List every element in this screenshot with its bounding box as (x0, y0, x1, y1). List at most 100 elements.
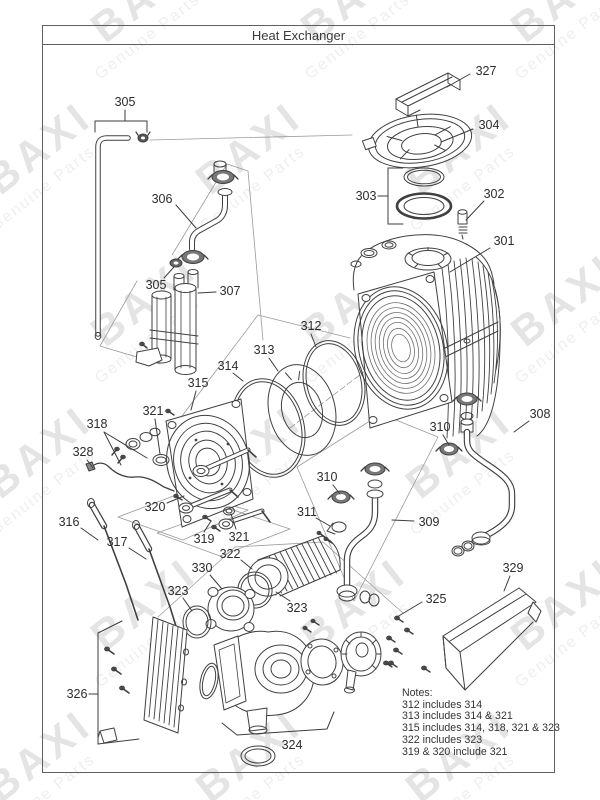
part-304-venturi-ring (361, 113, 473, 169)
part-328-lead (85, 461, 175, 492)
leader-line-304 (440, 128, 474, 143)
callout-304: 304 (478, 118, 500, 132)
callout-321b: 321 (228, 530, 250, 544)
callout-325: 325 (425, 592, 447, 606)
part-320-electrode (173, 447, 257, 514)
callout-320: 320 (144, 500, 166, 514)
leader-line-318 (103, 431, 148, 459)
part-322-burner (247, 535, 341, 597)
leader-line-326 (97, 620, 123, 634)
note-line: 319 & 320 include 321 (402, 745, 508, 758)
callout-316: 316 (58, 515, 80, 529)
callout-315: 315 (187, 376, 209, 390)
part-307-condensate-trap (135, 269, 199, 375)
leader-line-302 (465, 200, 485, 221)
construction-lines (99, 134, 439, 618)
callout-326: 326 (66, 687, 88, 701)
page-title: Heat Exchanger (251, 27, 346, 43)
leader-line-327 (446, 73, 471, 88)
leader-line-324 (221, 711, 335, 736)
leader-line-321b (230, 513, 237, 530)
callout-329: 329 (502, 561, 524, 575)
leader-line-320 (166, 495, 185, 504)
leader-line-325 (396, 601, 423, 618)
leader-line-307 (197, 291, 217, 294)
callout-321a: 321 (142, 404, 164, 418)
leader-line-301 (449, 247, 491, 273)
callout-323b: 323 (286, 601, 308, 615)
part-310-clip-upper (435, 442, 463, 456)
callout-312: 312 (300, 319, 322, 333)
part-306-pipe (169, 160, 239, 268)
callout-leader-lines (80, 73, 530, 745)
callout-308: 308 (529, 407, 551, 421)
callout-309: 309 (418, 515, 440, 529)
leader-line-323a (182, 597, 193, 612)
callout-306: 306 (151, 192, 173, 206)
part-321-grommets (152, 408, 235, 516)
leader-line-315 (190, 390, 197, 411)
part-324-fan (97, 618, 403, 767)
leader-line-305b (163, 266, 175, 279)
part-316-probe (87, 498, 139, 621)
leader-line-323b (275, 591, 291, 602)
callout-330: 330 (191, 561, 213, 575)
leader-line-319 (203, 520, 212, 533)
callout-318: 318 (86, 417, 108, 431)
note-line: 315 includes 314, 318, 321 & 323 (402, 722, 560, 735)
leader-line-316 (80, 527, 99, 541)
callout-303: 303 (355, 189, 377, 203)
note-line: 313 includes 314 & 321 (402, 710, 513, 723)
part-309-pipe (327, 462, 390, 607)
note-line: 322 includes 323 (402, 733, 483, 746)
part-305-pipe (94, 131, 151, 341)
callout-302: 302 (483, 187, 505, 201)
part-329-duct-cover (421, 587, 542, 691)
callout-323a: 323 (167, 584, 189, 598)
leader-line-309 (391, 519, 415, 522)
callout-305a: 305 (114, 95, 136, 109)
callout-311: 311 (297, 505, 317, 519)
part-312-insulation-disc (302, 340, 366, 426)
callout-305b: 305 (145, 278, 167, 292)
notes-heading: Notes: (402, 687, 433, 699)
leader-line-313 (268, 357, 279, 372)
callout-301: 301 (493, 234, 515, 248)
part-303-seals (395, 167, 453, 220)
part-325-screws (383, 615, 414, 668)
callout-317: 317 (106, 535, 128, 549)
part-326-cover (104, 616, 189, 734)
part-301-heat-exchanger (350, 234, 501, 439)
part-318-sight-glass (111, 427, 161, 464)
leader-line-328 (86, 459, 94, 469)
leader-line-322 (240, 559, 253, 570)
leader-line-326 (97, 738, 140, 745)
part-313-gasket-disc (267, 364, 337, 456)
callout-328: 328 (72, 445, 94, 459)
callout-314: 314 (217, 359, 239, 373)
leader-line-317 (128, 547, 147, 560)
leader-line-329 (503, 575, 511, 592)
callout-307: 307 (219, 284, 241, 298)
part-308-pipe (451, 392, 516, 557)
callout-327: 327 (475, 64, 497, 78)
part-311-clip (316, 521, 347, 544)
leader-line-312 (310, 333, 317, 348)
callout-310a: 310 (316, 470, 338, 484)
part-330-flange (205, 586, 256, 632)
part-323-oring-left (182, 605, 212, 639)
callout-313: 313 (253, 343, 275, 357)
callout-310b: 310 (429, 420, 451, 434)
leader-line-314 (232, 372, 244, 382)
note-line: 312 includes 314 (402, 698, 483, 711)
callout-322: 322 (219, 547, 241, 561)
leader-line-311 (315, 517, 331, 527)
callout-324: 324 (281, 738, 303, 752)
callout-319: 319 (193, 532, 215, 546)
leader-line-318 (103, 431, 122, 466)
